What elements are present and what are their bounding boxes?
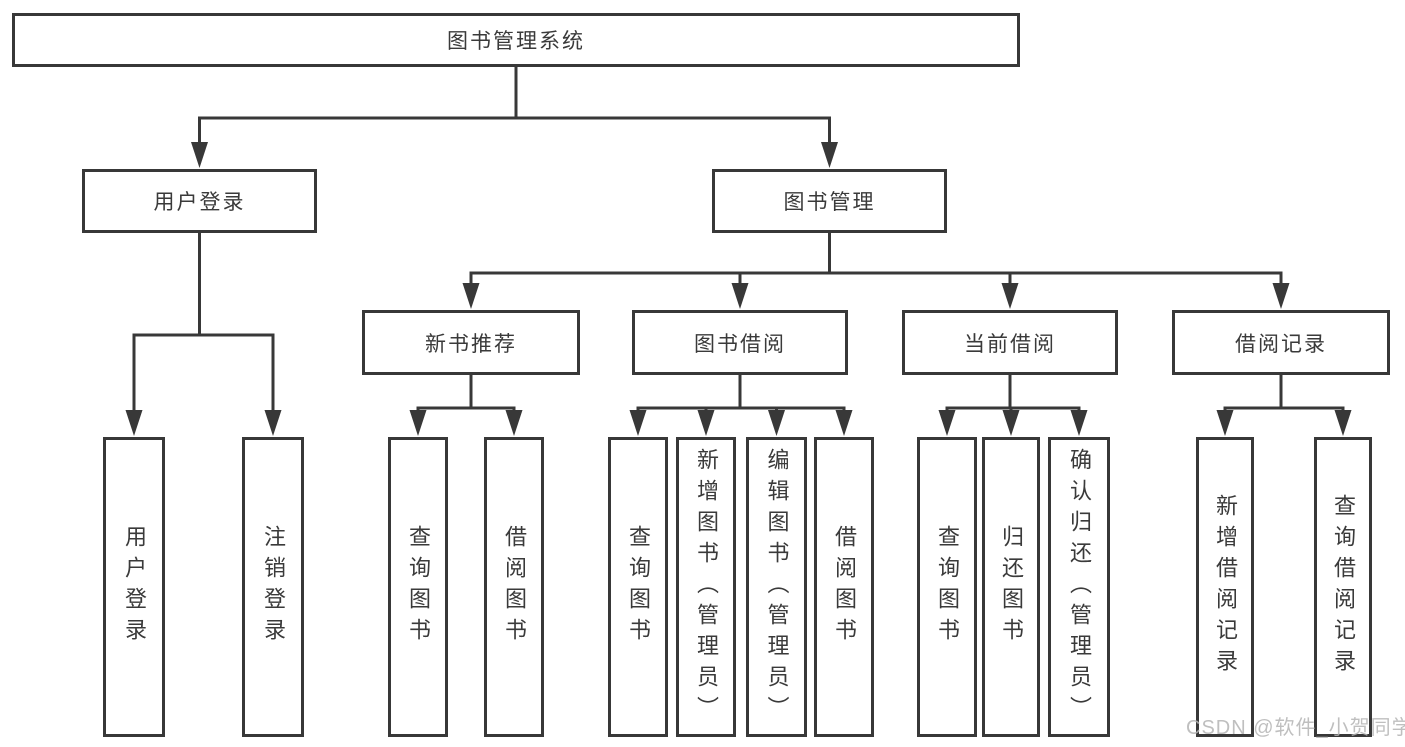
arrowhead-icon bbox=[1334, 410, 1352, 436]
node-bb-borrow: 借阅图书 bbox=[814, 437, 874, 737]
node-root: 图书管理系统 bbox=[12, 13, 1020, 67]
arrowhead-icon bbox=[264, 410, 282, 436]
arrowhead-icon bbox=[191, 142, 208, 168]
node-label-bb-borrow: 借阅图书 bbox=[832, 525, 857, 649]
node-label-current-borrow: 当前借阅 bbox=[964, 332, 1056, 356]
node-label-book-borrow: 图书借阅 bbox=[694, 332, 786, 356]
node-label-bb-edit: 编辑图书（管理员） bbox=[764, 447, 790, 727]
node-label-bb-add: 新增图书（管理员） bbox=[694, 447, 719, 727]
arrowhead-icon bbox=[462, 283, 480, 309]
node-label-cb-query: 查询图书 bbox=[935, 525, 960, 649]
arrowhead-icon bbox=[629, 410, 647, 436]
node-cb-return: 归还图书 bbox=[982, 437, 1040, 737]
arrowhead-icon bbox=[1070, 410, 1088, 436]
arrowhead-icon bbox=[1002, 410, 1020, 436]
node-bb-edit: 编辑图书（管理员） bbox=[746, 437, 807, 737]
arrowhead-icon bbox=[821, 142, 838, 168]
arrowhead-icon bbox=[697, 410, 715, 436]
arrowhead-icon bbox=[768, 410, 785, 436]
arrowhead-icon bbox=[1272, 283, 1290, 309]
node-label-nr-borrow: 借阅图书 bbox=[502, 525, 527, 649]
node-cb-confirm: 确认归还（管理员） bbox=[1048, 437, 1110, 737]
node-bb-query: 查询图书 bbox=[608, 437, 668, 737]
node-label-root: 图书管理系统 bbox=[447, 30, 585, 53]
node-borrow-record: 借阅记录 bbox=[1172, 310, 1390, 375]
node-label-cb-confirm: 确认归还（管理员） bbox=[1067, 447, 1092, 727]
node-label-ul-logout: 注销登录 bbox=[261, 525, 286, 649]
node-cb-query: 查询图书 bbox=[917, 437, 977, 737]
node-label-user-login: 用户登录 bbox=[153, 191, 246, 214]
arrowhead-icon bbox=[938, 410, 956, 436]
node-user-login: 用户登录 bbox=[82, 169, 317, 233]
node-bb-add: 新增图书（管理员） bbox=[676, 437, 736, 737]
node-br-query: 查询借阅记录 bbox=[1314, 437, 1372, 737]
node-book-borrow: 图书借阅 bbox=[632, 310, 848, 375]
node-label-br-add: 新增借阅记录 bbox=[1213, 494, 1238, 680]
node-nr-borrow: 借阅图书 bbox=[484, 437, 544, 737]
node-label-book-mgmt: 图书管理 bbox=[783, 191, 876, 214]
node-label-br-query: 查询借阅记录 bbox=[1331, 494, 1356, 680]
node-label-nr-query: 查询图书 bbox=[406, 525, 431, 649]
node-nr-query: 查询图书 bbox=[388, 437, 448, 737]
node-new-book-rec: 新书推荐 bbox=[362, 310, 580, 375]
node-label-bb-query: 查询图书 bbox=[626, 525, 651, 649]
arrowhead-icon bbox=[125, 410, 143, 436]
arrowhead-icon bbox=[835, 410, 853, 436]
arrowhead-icon bbox=[409, 410, 427, 436]
node-label-new-book-rec: 新书推荐 bbox=[425, 332, 517, 356]
node-ul-login: 用户登录 bbox=[103, 437, 165, 737]
arrowhead-icon bbox=[731, 283, 749, 309]
node-book-mgmt: 图书管理 bbox=[712, 169, 947, 233]
node-br-add: 新增借阅记录 bbox=[1196, 437, 1254, 737]
node-current-borrow: 当前借阅 bbox=[902, 310, 1118, 375]
arrowhead-icon bbox=[505, 410, 523, 436]
arrowhead-icon bbox=[1001, 283, 1019, 309]
arrowhead-icon bbox=[1216, 410, 1234, 436]
node-label-ul-login: 用户登录 bbox=[122, 525, 147, 649]
node-ul-logout: 注销登录 bbox=[242, 437, 304, 737]
node-label-cb-return: 归还图书 bbox=[999, 525, 1024, 649]
node-label-borrow-record: 借阅记录 bbox=[1235, 332, 1327, 356]
